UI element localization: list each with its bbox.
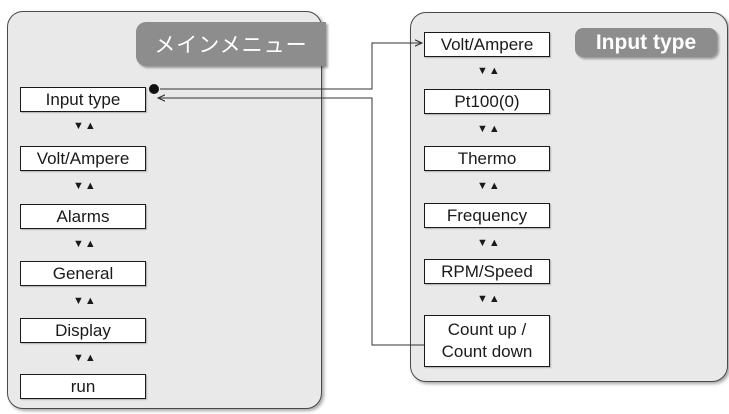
main-menu-item-alarms[interactable]: Alarms bbox=[20, 204, 146, 229]
main-menu-item-display[interactable]: Display bbox=[20, 318, 146, 343]
up-down-arrows-icon: ▼▲ bbox=[73, 295, 97, 307]
input-type-item-count-up-down[interactable]: Count up / Count down bbox=[424, 315, 550, 367]
main-menu-item-general[interactable]: General bbox=[20, 261, 146, 286]
main-menu-item-input-type[interactable]: Input type bbox=[20, 87, 146, 112]
up-down-arrows-icon: ▼▲ bbox=[477, 65, 501, 77]
input-type-item-pt100[interactable]: Pt100(0) bbox=[424, 89, 550, 114]
up-down-arrows-icon: ▼▲ bbox=[477, 237, 501, 249]
up-down-arrows-icon: ▼▲ bbox=[73, 352, 97, 364]
input-type-item-frequency[interactable]: Frequency bbox=[424, 203, 550, 228]
main-menu-item-run[interactable]: run bbox=[20, 374, 146, 399]
main-menu-title: メインメニュー bbox=[136, 22, 326, 66]
up-down-arrows-icon: ▼▲ bbox=[477, 293, 501, 305]
up-down-arrows-icon: ▼▲ bbox=[477, 180, 501, 192]
forward-arrow bbox=[160, 43, 422, 90]
up-down-arrows-icon: ▼▲ bbox=[477, 123, 501, 135]
up-down-arrows-icon: ▼▲ bbox=[73, 180, 97, 192]
up-down-arrows-icon: ▼▲ bbox=[73, 238, 97, 250]
input-type-item-volt-ampere[interactable]: Volt/Ampere bbox=[424, 32, 550, 57]
input-type-title: Input type bbox=[575, 28, 717, 57]
input-type-item-thermo[interactable]: Thermo bbox=[424, 146, 550, 171]
main-menu-item-volt-ampere[interactable]: Volt/Ampere bbox=[20, 146, 146, 171]
up-down-arrows-icon: ▼▲ bbox=[73, 120, 97, 132]
selection-dot-icon bbox=[149, 84, 159, 94]
return-arrow bbox=[158, 98, 424, 346]
input-type-item-rpm-speed[interactable]: RPM/Speed bbox=[424, 259, 550, 284]
